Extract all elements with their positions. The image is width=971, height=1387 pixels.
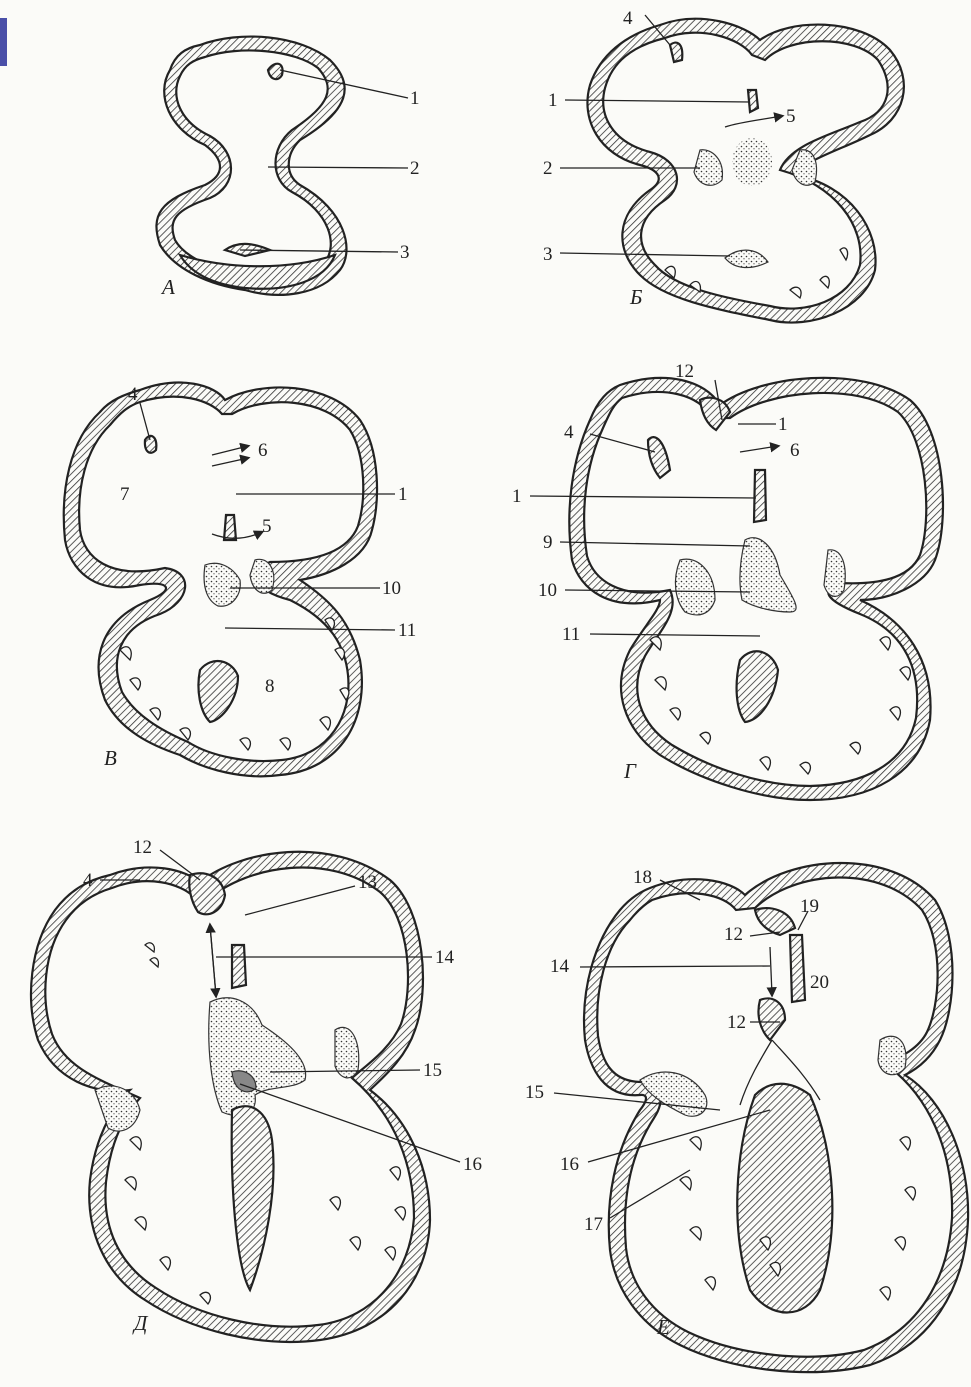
label-e-16: 16 bbox=[463, 1154, 482, 1175]
label-c-7: 7 bbox=[120, 484, 130, 505]
label-d-6: 6 bbox=[790, 440, 800, 461]
label-f-20: 20 bbox=[810, 972, 829, 993]
label-d-12: 12 bbox=[675, 361, 694, 382]
label-f-14: 14 bbox=[550, 956, 570, 977]
panel-b-letter: Б bbox=[629, 285, 642, 309]
label-f-19: 19 bbox=[800, 896, 819, 917]
label-a-3: 3 bbox=[400, 242, 410, 263]
label-b-3: 3 bbox=[543, 244, 553, 265]
label-e-12: 12 bbox=[133, 837, 152, 858]
label-f-12b: 12 bbox=[727, 1012, 746, 1033]
label-a-2: 2 bbox=[410, 158, 420, 179]
label-b-5: 5 bbox=[786, 106, 796, 127]
label-f-17: 17 bbox=[584, 1214, 603, 1235]
label-e-13: 13 bbox=[358, 872, 377, 893]
panel-b: 4 1 5 2 3 Б bbox=[543, 8, 904, 323]
label-d-11: 11 bbox=[562, 624, 580, 645]
label-c-10: 10 bbox=[382, 578, 401, 599]
panel-c: 4 6 7 1 5 10 11 8 В bbox=[64, 383, 417, 777]
label-c-4: 4 bbox=[128, 384, 138, 405]
label-e-4: 4 bbox=[83, 870, 93, 891]
label-b-1: 1 bbox=[548, 90, 558, 111]
panel-e-letter: Д bbox=[132, 1311, 149, 1335]
panel-c-letter: В bbox=[104, 746, 117, 770]
label-f-16: 16 bbox=[560, 1154, 579, 1175]
label-c-5: 5 bbox=[262, 516, 272, 537]
label-c-11: 11 bbox=[398, 620, 416, 641]
label-c-1: 1 bbox=[398, 484, 408, 505]
label-d-1a: 1 bbox=[778, 414, 788, 435]
label-b-2: 2 bbox=[543, 158, 553, 179]
label-d-10: 10 bbox=[538, 580, 557, 601]
label-a-1: 1 bbox=[410, 88, 420, 109]
label-e-14: 14 bbox=[435, 947, 455, 968]
panel-d: 12 1 4 6 1 9 10 11 Г bbox=[512, 361, 943, 800]
label-f-18: 18 bbox=[633, 867, 652, 888]
panel-a-letter: А bbox=[160, 275, 175, 299]
panel-f: 18 19 12 14 20 12 15 16 17 Е bbox=[525, 863, 968, 1372]
label-f-12a: 12 bbox=[724, 924, 743, 945]
panel-f-letter: Е bbox=[656, 1315, 670, 1339]
panel-e: 12 13 4 14 15 16 Д bbox=[31, 837, 482, 1342]
panel-d-letter: Г bbox=[623, 759, 637, 783]
panel-a: 1 2 3 А bbox=[156, 37, 419, 299]
label-c-6: 6 bbox=[258, 440, 268, 461]
label-c-8: 8 bbox=[265, 676, 275, 697]
label-f-15: 15 bbox=[525, 1082, 544, 1103]
label-e-15: 15 bbox=[423, 1060, 442, 1081]
label-d-4: 4 bbox=[564, 422, 574, 443]
label-b-4: 4 bbox=[623, 8, 633, 29]
label-d-1b: 1 bbox=[512, 486, 522, 507]
label-d-9: 9 bbox=[543, 532, 553, 553]
